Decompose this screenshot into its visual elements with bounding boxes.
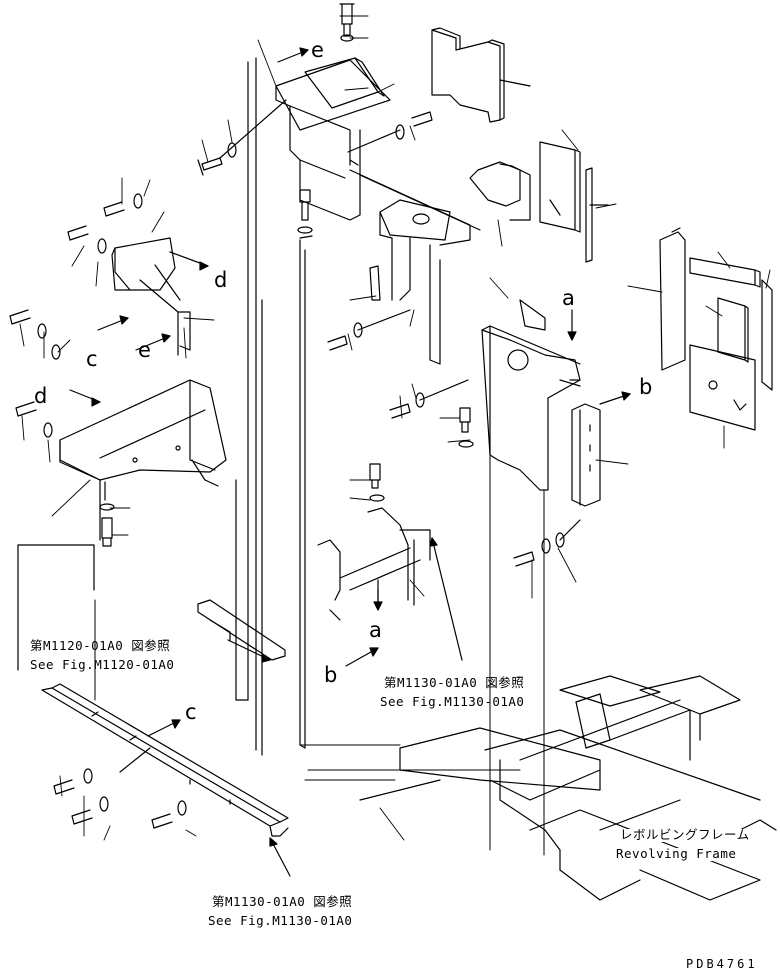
lower-crossbar	[41, 683, 289, 837]
callout-b-lower: b	[324, 663, 338, 687]
m1120-bracket	[197, 599, 286, 661]
top-cover-assembly	[247, 3, 481, 756]
centre-lower-links	[317, 463, 431, 621]
guide-lines	[94, 454, 545, 856]
left-frame-lines	[17, 479, 249, 701]
callout-d-left: d	[34, 384, 48, 408]
left-lower-cover	[59, 379, 227, 501]
bolt-centre	[297, 189, 313, 239]
ref-m1130-mid-jp: 第M1130-01A0 図参照	[384, 675, 525, 690]
centre-bracket	[369, 199, 451, 365]
right-top-blocks	[469, 141, 609, 263]
far-right-panels	[659, 227, 773, 431]
callout-d-upper: d	[214, 268, 228, 292]
callout-e-top: e	[311, 38, 324, 62]
bolt-washer-right-mid	[389, 379, 474, 448]
bolt-washer-top-left	[197, 99, 287, 176]
revolving-frame-label-en: Revolving Frame	[616, 846, 737, 861]
revolving-frame	[359, 675, 777, 901]
rear-panel-large	[431, 27, 531, 123]
callout-a-lower: a	[369, 618, 382, 642]
callout-c-mid: c	[86, 347, 98, 371]
left-upper-bracket	[111, 237, 191, 356]
left-bottom-bolt	[99, 503, 115, 547]
right-panel-with-hole	[481, 299, 581, 491]
bolt-washer-lower-right	[513, 519, 581, 567]
callout-b-right: b	[639, 375, 653, 399]
right-hanger-bracket	[559, 379, 601, 507]
bolt-washer-top-mid	[347, 111, 433, 153]
ref-m1120-jp: 第M1120-01A0 図参照	[30, 638, 171, 653]
callout-a-right: a	[562, 286, 575, 310]
leader-lines	[19, 15, 771, 841]
ref-m1130-bottom-en: See Fig.M1130-01A0	[208, 913, 353, 928]
callout-c-lower: c	[185, 700, 197, 724]
left-bolts-washers	[9, 193, 143, 438]
revolving-frame-label-jp: レボルビングフレーム	[620, 827, 750, 842]
callout-e-mid: e	[138, 338, 151, 362]
drawing-code: PDB4761	[686, 957, 758, 971]
callout-arrows	[69, 47, 631, 877]
bolt-washer-centre-left	[327, 309, 411, 351]
ref-m1120-en: See Fig.M1120-01A0	[30, 657, 175, 672]
lower-bolts-washers	[53, 747, 187, 829]
ref-m1130-mid-en: See Fig.M1130-01A0	[380, 694, 525, 709]
ref-m1130-bottom-jp: 第M1130-01A0 図参照	[212, 894, 353, 909]
